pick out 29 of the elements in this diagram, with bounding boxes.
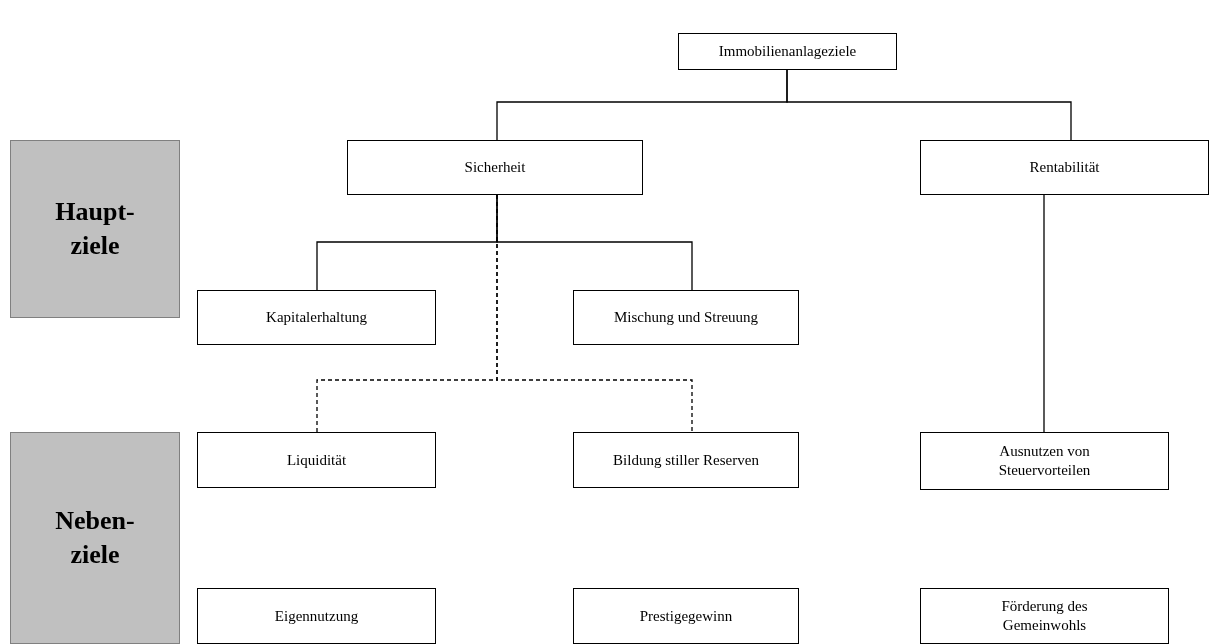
goal-box (920, 140, 1209, 195)
goal-box (197, 432, 436, 488)
goal-box (197, 588, 436, 644)
goal-box (920, 432, 1169, 490)
goal-label: Kapitalerhaltung (266, 308, 367, 327)
goal-box (347, 140, 643, 195)
goal-label: Ausnutzen von Steuervorteilen (997, 442, 1092, 480)
goal-label: Bildung stiller Reserven (613, 450, 759, 470)
goal-label: Eigennutzung (274, 606, 359, 626)
goal-box (573, 588, 799, 644)
goal-label: Mischung und Streuung (613, 308, 759, 327)
goal-label: Sicherheit (464, 158, 526, 177)
goal-box (197, 290, 436, 345)
goal-box (920, 588, 1169, 644)
connector-line (496, 194, 693, 433)
connector-line (1043, 194, 1045, 433)
goal-label: Prestigegewinn (639, 606, 733, 626)
goal-label: Liquidität (286, 450, 347, 470)
category-box (10, 140, 180, 318)
goal-label: Förderung des Gemeinwohls (1000, 597, 1089, 635)
goal-box (678, 33, 897, 70)
goal-label: Immobilienanlageziele (718, 42, 857, 61)
goal-box (573, 432, 799, 488)
goal-box (573, 290, 799, 345)
category-label: Haupt- ziele (54, 196, 136, 262)
goal-label: Rentabilität (1029, 158, 1100, 177)
category-label: Neben- ziele (54, 505, 136, 571)
connector-line (786, 69, 1072, 141)
category-box (10, 432, 180, 644)
